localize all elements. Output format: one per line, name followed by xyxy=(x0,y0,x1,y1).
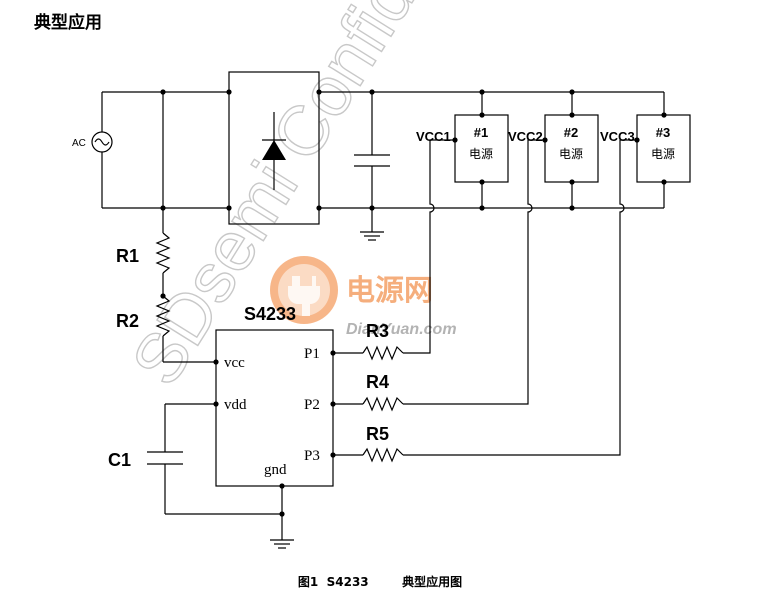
supply-1-name: 电源 xyxy=(469,147,493,161)
supply-1-num: #1 xyxy=(474,125,488,140)
pin-vcc: vcc xyxy=(224,355,245,371)
chip-s4233: S4233 vcc vdd gnd P1 P2 P3 xyxy=(213,304,336,489)
rectifier-block xyxy=(226,71,322,225)
plug-icon xyxy=(288,276,320,316)
c1-label: C1 xyxy=(108,450,131,470)
watermark: SDsemi Confidential xyxy=(116,0,520,399)
pin-p3: P3 xyxy=(304,448,320,464)
vcc2-label: VCC2 xyxy=(508,129,543,144)
diode-icon xyxy=(262,140,286,160)
r5-label: R5 xyxy=(366,424,389,444)
chip-name: S4233 xyxy=(244,304,296,324)
filter-capacitor xyxy=(354,89,390,241)
resistor-r5: R5 xyxy=(333,424,404,463)
supply-1: #1 电源 VCC1 xyxy=(416,89,509,211)
ac-label: AC xyxy=(72,138,86,149)
supply-2-num: #2 xyxy=(564,125,578,140)
caption-text: 典型应用图 xyxy=(402,575,463,589)
logo-cn: 电源网 xyxy=(346,273,433,307)
r1-label: R1 xyxy=(116,246,139,266)
supply-3-name: 电源 xyxy=(651,147,675,161)
watermark-text: SDsemi Confidential xyxy=(117,0,519,398)
vcc3-label: VCC3 xyxy=(600,129,635,144)
logo-en: DianYuan.com xyxy=(346,321,457,338)
sine-icon xyxy=(94,138,110,146)
resistor-r3: R3 xyxy=(333,321,404,361)
pin-p1: P1 xyxy=(304,346,320,362)
supply-2: #2 电源 VCC2 xyxy=(508,89,599,211)
resistor-r1: R1 xyxy=(116,208,171,296)
r2-label: R2 xyxy=(116,311,139,331)
logo: 电源网 DianYuan.com xyxy=(270,256,457,338)
pin-gnd: gnd xyxy=(264,462,287,478)
ground-icon-chip xyxy=(270,539,294,549)
ac-source: AC xyxy=(72,92,113,208)
ground-icon xyxy=(360,231,384,241)
document-title: 典型应用 xyxy=(34,13,102,33)
vcc1-label: VCC1 xyxy=(416,129,451,144)
supply-3-num: #3 xyxy=(656,125,670,140)
r3-label: R3 xyxy=(366,321,389,341)
caption-figure: 图1 S4233 xyxy=(297,575,369,589)
supply-3: #3 电源 VCC3 xyxy=(600,92,691,208)
supply-2-name: 电源 xyxy=(559,147,583,161)
resistor-r2: R2 xyxy=(116,295,216,363)
pin-p2: P2 xyxy=(304,397,320,413)
r4-label: R4 xyxy=(366,372,389,392)
pin-vdd: vdd xyxy=(224,397,247,413)
capacitor-c1: C1 xyxy=(108,403,282,515)
resistor-r4: R4 xyxy=(333,372,404,412)
figure-caption: 图1 S4233 典型应用图 xyxy=(0,573,760,590)
